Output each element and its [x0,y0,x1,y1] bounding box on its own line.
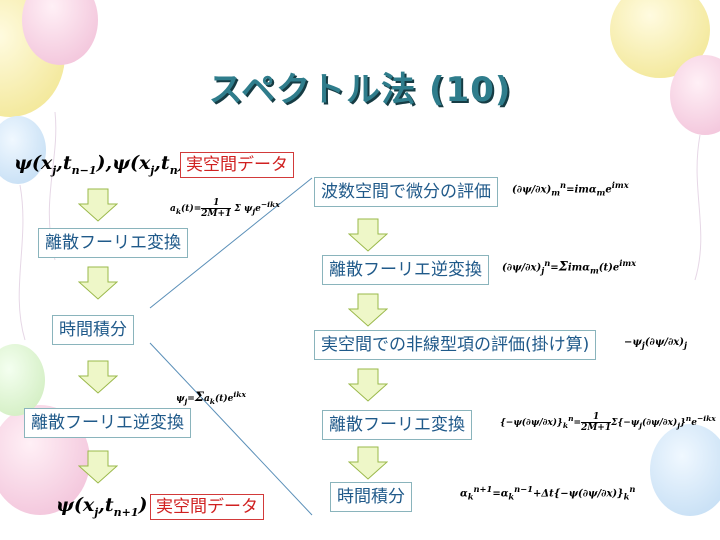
balloon-shape [0,344,45,416]
down-arrow-icon [348,368,388,402]
idft-box: 離散フーリエ逆変換 [24,408,191,438]
inverse-derivative-equation: (∂ψ/∂x)jn=Σimαm(t)eimx [502,258,637,276]
down-arrow-icon [348,293,388,327]
time-integration-box: 時間積分 [52,315,134,345]
down-arrow-icon [78,266,118,300]
right-idft-box: 離散フーリエ逆変換 [322,255,489,285]
right-dft-box: 離散フーリエ変換 [322,410,472,440]
output-formula: ψ(xj,tn+1) [56,494,148,519]
input-formula: ψ(xj,tn−1),ψ(xj,tn) [14,152,187,177]
page-title: スペクトル法 (10) [208,70,512,110]
balloon-shape [670,55,720,135]
nonlinear-equation: −ψj(∂ψ/∂x)j [624,337,688,350]
connector-line [149,177,313,309]
nonlinear-term-box: 実空間での非線型項の評価(掛け算) [314,330,597,360]
down-arrow-icon [348,446,388,480]
balloon-string [694,134,702,281]
real-space-data-tag-output: 実空間データ [150,494,264,520]
connector-line [149,342,313,516]
balloon-shape [650,424,720,516]
balloon-string [18,184,26,341]
derivative-equation: (∂ψ/∂x)mn=imαmeimx [512,180,629,198]
balloon-shape [22,0,98,65]
time-step-equation: αkn+1=αkn−1+Δt{−ψ(∂ψ/∂x)}kn [460,484,636,502]
down-arrow-icon [348,218,388,252]
dft-box: 離散フーリエ変換 [38,228,188,258]
right-time-integration-box: 時間積分 [330,482,412,512]
wavenumber-derivative-box: 波数空間で微分の評価 [314,177,498,207]
down-arrow-icon [78,360,118,394]
down-arrow-icon [78,450,118,484]
balloon-shape [0,116,46,184]
idft-equation: ψj=Σak(t)eikx [176,390,246,406]
real-space-data-tag: 実空間データ [180,152,294,178]
balloon-shape [610,0,710,78]
down-arrow-icon [78,188,118,222]
